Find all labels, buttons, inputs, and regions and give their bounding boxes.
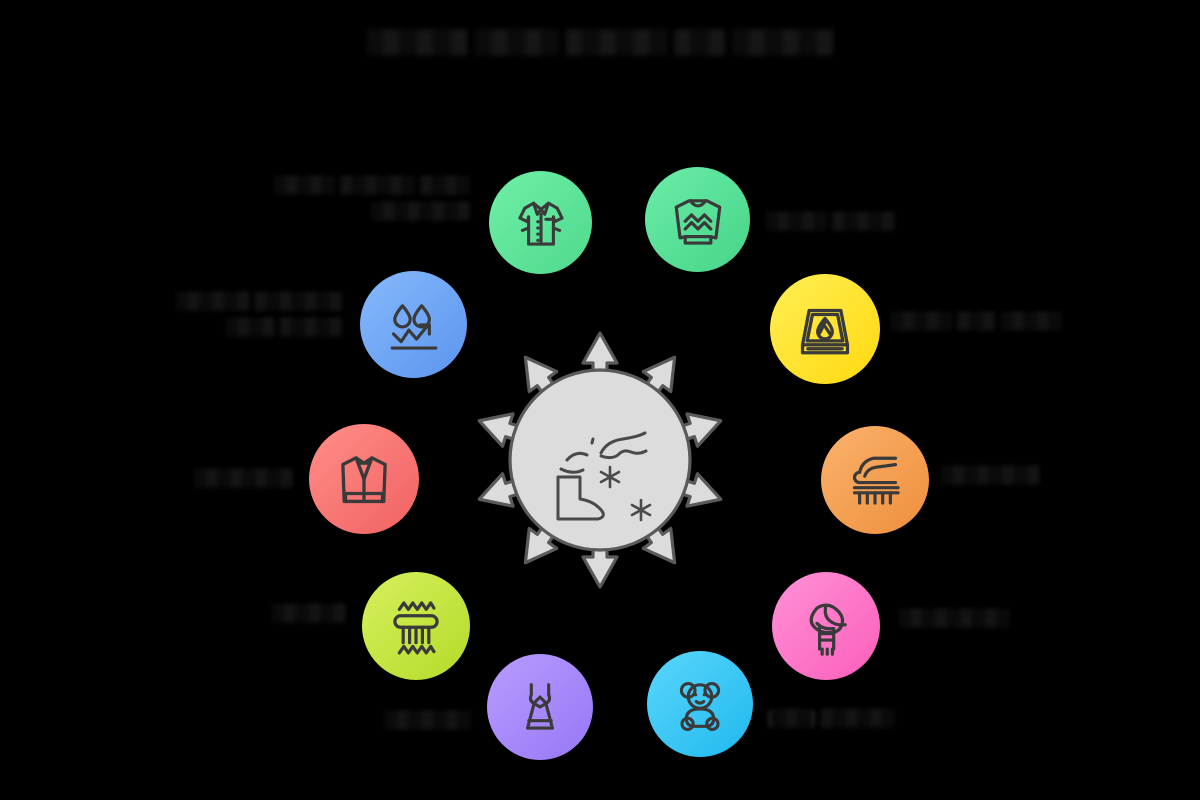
node-water-repellent-label: ░▒░▒░▒ ▒░▒░▒░▒ ░▒░▒ ▒░▒░▒ xyxy=(175,291,342,336)
shirt-icon xyxy=(517,201,564,246)
node-shirt-label: ░▒░▒░ ▒░▒░▒░ ▒░▒░ ░▒░▒░▒░▒ xyxy=(273,175,470,220)
node-cardigan[interactable] xyxy=(309,424,419,534)
node-teddy-bear-label: [░▒░] ▒░▒░▒░ xyxy=(768,708,896,727)
node-sweater[interactable] xyxy=(645,167,750,272)
dress-icon xyxy=(526,683,554,730)
node-water-repellent[interactable] xyxy=(360,271,467,378)
node-dress-label: ░▒░▒░▒░ xyxy=(383,710,471,729)
cardigan-icon xyxy=(341,456,387,504)
node-fleece-brush-label: ░▒░▒░▒░▒ xyxy=(940,465,1040,484)
node-scarf[interactable] xyxy=(772,572,880,680)
node-dress[interactable] xyxy=(487,654,593,760)
sock-dust-sparkle-icon xyxy=(556,431,652,522)
textile-fringe-icon xyxy=(393,601,439,655)
node-scarf-label: ░▒░▒░▒░▒░ xyxy=(898,608,1010,627)
node-fleece-brush[interactable] xyxy=(821,426,929,534)
page-title: ░▒░▒░▒ ░▒░▒░ ▒░▒░▒░ ▒░▒ ░▒░▒░▒ xyxy=(366,28,834,54)
folded-towel-droplet-icon xyxy=(800,308,850,355)
teddy-bear-icon xyxy=(679,681,721,731)
hub-disc xyxy=(508,368,692,552)
node-textile-fringe-label: ░▒░▒░▒ xyxy=(271,603,346,622)
node-cardigan-label: ░▒░▒░▒░▒ xyxy=(193,468,293,487)
node-absorbent-towel[interactable] xyxy=(770,274,880,384)
water-repellent-icon xyxy=(390,303,437,350)
node-absorbent-towel-label: ░▒░▒░ ▒░▒ ░▒░▒░ xyxy=(890,311,1063,330)
fabric-brush-icon xyxy=(852,456,900,505)
node-teddy-bear[interactable] xyxy=(647,651,753,757)
sweater-icon xyxy=(674,198,721,245)
scarf-icon xyxy=(809,603,847,656)
node-sweater-label: ░▒░▒░ ▒░▒░▒ xyxy=(765,211,895,230)
central-hub xyxy=(455,315,745,605)
node-textile-fringe[interactable] xyxy=(362,572,470,680)
node-shirt[interactable] xyxy=(489,171,592,274)
